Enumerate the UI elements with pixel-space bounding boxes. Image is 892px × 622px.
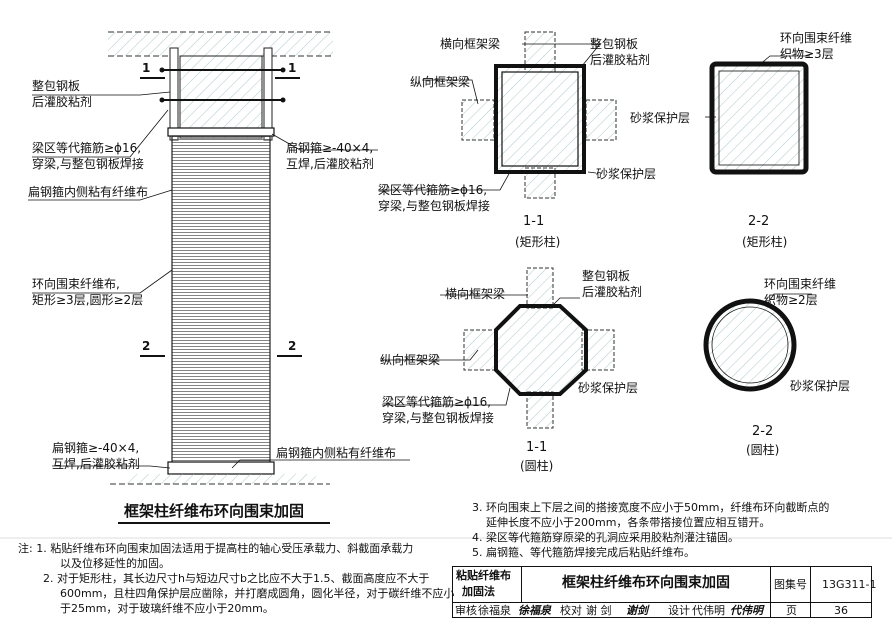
column-fiber-wrap	[171, 135, 271, 467]
tb-designer-sig: 代伟明	[730, 604, 763, 617]
slab	[108, 32, 333, 56]
tb-page-label: 页	[786, 604, 797, 617]
label-steel-plate-2: 后灌胶粘剂	[32, 95, 93, 109]
note-line: 4. 梁区等代箍筋穿原梁的孔洞应采用胶粘剂灌注锚固。	[472, 531, 739, 544]
rect11-stirrup-2: 穿梁,与整包钢板焊接	[378, 199, 490, 213]
rect22-fiber-1: 环向围束纤维	[780, 31, 853, 45]
column-elevation	[28, 31, 410, 485]
circ11-subcaption: (圆柱)	[520, 459, 554, 473]
circ11-mortar: 砂浆保护层	[578, 381, 639, 395]
label-flat-hoop-bottom-1: 扁钢箍≥-40×4,	[52, 441, 140, 455]
rect11-transverse-beam: 横向框架梁	[440, 37, 501, 51]
circ11-caption: 1-1	[526, 440, 548, 455]
tb-page-no: 36	[834, 604, 848, 617]
title-block	[452, 566, 872, 618]
circ11-stirrup-2: 穿梁,与整包钢板焊接	[382, 411, 494, 425]
circ11-steel-plate-2: 后灌胶粘剂	[582, 285, 643, 299]
tb-reviewer-sig: 徐福泉	[518, 604, 551, 617]
rect22-subcaption: (矩形柱)	[742, 235, 788, 249]
rect11-steel-plate-2: 后灌胶粘剂	[590, 53, 651, 67]
note-line: 注: 1. 粘贴纤维布环向围束加固法适用于提高柱的轴心受压承载力、斜截面承载力	[18, 542, 414, 555]
label-inner-fiber-bottom: 扁钢箍内侧粘有纤维布	[276, 446, 397, 460]
tb-reviewer: 徐福泉	[478, 604, 511, 617]
section-1-right: 1	[288, 61, 297, 75]
section-1-left: 1	[142, 61, 151, 75]
circ22-caption: 2-2	[752, 424, 774, 439]
tb-method-1: 粘贴纤维布	[456, 569, 511, 582]
rect-section-2-2	[705, 55, 810, 175]
rect22-mortar: 砂浆保护层	[630, 111, 691, 125]
tb-method-2: 加固法	[462, 585, 495, 598]
circ22-fiber-1: 环向围束纤维	[764, 277, 837, 291]
rect11-steel-plate-1: 整包钢板	[590, 37, 639, 51]
elevation-title: 框架柱纤维布环向围束加固	[124, 502, 305, 520]
circ11-long-beam: 纵向框架梁	[380, 353, 441, 367]
section-2-left: 2	[142, 339, 151, 353]
note-line: 延伸长度不应小于200mm，各条带搭接位置应相互错开。	[486, 516, 771, 529]
circ22-fiber-2: 织物≥2层	[764, 293, 818, 307]
tb-atlas-no: 13G311-1	[822, 578, 877, 591]
rect11-mortar: 砂浆保护层	[596, 167, 657, 181]
rect22-caption: 2-2	[748, 214, 770, 229]
rect-section-1-1	[378, 31, 617, 199]
tb-check-label: 校对	[560, 604, 582, 617]
label-flat-hoop-top-2: 互焊,后灌胶粘剂	[286, 157, 374, 171]
label-hoop-fiber-2: 矩形≥3层,圆形≥2层	[32, 293, 144, 307]
label-flat-hoop-top-1: 扁钢箍≥-40×4,	[286, 141, 374, 155]
label-steel-plate-1: 整包钢板	[32, 79, 81, 93]
tb-review-label: 审核	[455, 604, 477, 617]
note-line: 以及位移延性的加固。	[60, 557, 170, 570]
circ22-mortar: 砂浆保护层	[790, 379, 851, 393]
label-inner-fiber-top: 扁钢箍内侧粘有纤维布	[28, 185, 149, 199]
tb-design-label: 设计	[668, 604, 690, 617]
circ22-subcaption: (圆柱)	[746, 443, 780, 457]
section-2-right: 2	[288, 339, 297, 353]
circ11-transverse-beam: 横向框架梁	[445, 287, 506, 301]
tb-title: 框架柱纤维布环向围束加固	[562, 575, 730, 591]
tb-designer: 代伟明	[692, 604, 725, 617]
rect11-caption: 1-1	[523, 214, 545, 229]
note-line: 5. 扁钢箍、等代箍筋焊接完成后粘贴纤维布。	[472, 546, 695, 559]
circle-section-1-1	[380, 267, 615, 429]
note-line: 2. 对于矩形柱，其长边尺寸h与短边尺寸b之比应不大于1.5、截面高度应不大于	[43, 572, 430, 585]
label-stirrup-2: 穿梁,与整包钢板焊接	[32, 157, 144, 171]
label-stirrup-1: 梁区等代箍筋≥ϕ16,	[32, 141, 142, 155]
label-hoop-fiber-1: 环向围束纤维布,	[32, 277, 120, 291]
tb-checker: 谢 剑	[586, 604, 612, 617]
note-line: 600mm，且柱四角保护层应凿除，并打磨成圆角，圆化半径，对于碳纤维不应小	[60, 587, 455, 600]
rect11-subcaption: (矩形柱)	[515, 235, 561, 249]
tb-checker-sig: 谢剑	[626, 604, 648, 617]
circ11-steel-plate-1: 整包钢板	[582, 269, 631, 283]
tb-atlas-label: 图集号	[774, 578, 807, 591]
rect22-fiber-2: 织物≥3层	[780, 47, 834, 61]
rect11-stirrup-1: 梁区等代箍筋≥ϕ16,	[378, 183, 488, 197]
note-line: 于25mm，对于玻璃纤维不应小于20mm。	[60, 602, 274, 615]
circ11-stirrup-1: 梁区等代箍筋≥ϕ16,	[382, 395, 492, 409]
label-flat-hoop-bottom-2: 互焊,后灌胶粘剂	[52, 457, 140, 471]
circle-section-2-2	[703, 293, 812, 392]
rect11-long-beam: 纵向框架梁	[410, 75, 471, 89]
note-line: 3. 环向围束上下层之间的搭接宽度不应小于50mm，纤维布环向截断点的	[472, 501, 830, 514]
